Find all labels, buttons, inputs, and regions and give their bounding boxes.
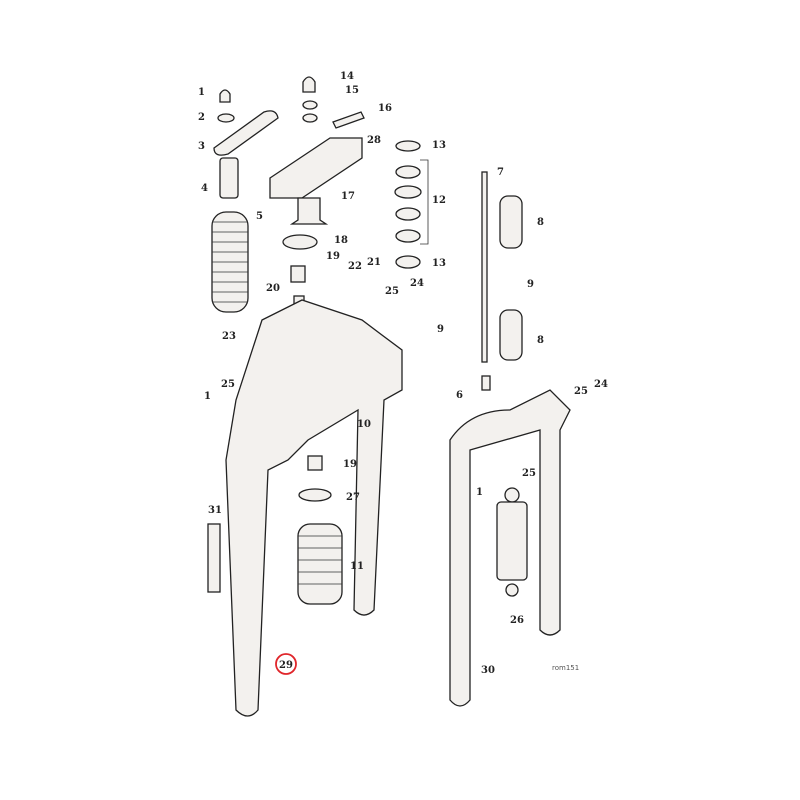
label-18: 18	[334, 235, 348, 246]
callout-labels: 1 2 3 4 5 14 15 16 28 13 12 13 7 8 17 18…	[198, 71, 608, 676]
seal-15b	[302, 113, 318, 123]
label-9-left: 9	[437, 324, 444, 335]
acorn-nut-14	[302, 76, 316, 93]
label-30: 30	[481, 665, 495, 676]
label-11: 11	[350, 561, 364, 572]
label-29: 29	[279, 660, 293, 671]
highlight-circle	[275, 653, 297, 675]
bolt-16	[332, 111, 365, 129]
label-14: 14	[340, 71, 354, 82]
spring-8-lower	[499, 309, 523, 361]
label-1-rocker: 1	[476, 487, 483, 498]
label-26: 26	[510, 615, 524, 626]
label-2: 2	[198, 112, 205, 123]
label-23: 23	[222, 331, 236, 342]
label-13-top: 13	[432, 140, 446, 151]
plate-31	[207, 523, 221, 593]
label-1: 1	[198, 87, 205, 98]
label-5: 5	[256, 211, 263, 222]
washer-27	[298, 488, 332, 502]
fork-29	[225, 299, 403, 717]
label-10: 10	[357, 419, 371, 430]
label-1-left: 1	[204, 391, 211, 402]
label-22: 22	[348, 261, 362, 272]
label-15: 15	[345, 85, 359, 96]
label-25-left: 25	[221, 379, 235, 390]
label-25-upper: 25	[385, 286, 399, 297]
seal-15a	[302, 100, 318, 110]
label-28: 28	[367, 135, 381, 146]
shock-26	[496, 487, 528, 597]
label-6: 6	[456, 390, 463, 401]
label-7: 7	[497, 167, 504, 178]
label-13-bottom: 13	[432, 258, 446, 269]
bushing-19	[290, 265, 306, 283]
label-16: 16	[378, 103, 392, 114]
label-24-right: 24	[594, 379, 608, 390]
spring-8-upper	[499, 195, 523, 249]
label-9-right: 9	[527, 279, 534, 290]
label-25-right: 25	[574, 386, 588, 397]
label-8-lower: 8	[537, 335, 544, 346]
bushing-4	[219, 157, 239, 199]
label-17: 17	[341, 191, 355, 202]
drawing-code: rom151	[552, 664, 579, 672]
bushing-19-lower	[307, 455, 323, 471]
label-27: 27	[346, 492, 360, 503]
washer-2	[217, 113, 235, 123]
nut-17	[289, 197, 329, 225]
label-20: 20	[266, 283, 280, 294]
label-25-rocker: 25	[522, 468, 536, 479]
label-3: 3	[198, 141, 205, 152]
washer-18	[282, 234, 318, 250]
fitting-6	[481, 375, 491, 391]
rocker-fork-30	[449, 389, 571, 707]
link-plate-3	[213, 110, 279, 156]
label-24-upper: 24	[410, 278, 424, 289]
label-8-upper: 8	[537, 217, 544, 228]
label-12: 12	[432, 195, 446, 206]
acorn-nut-1	[219, 89, 231, 103]
rod-7	[481, 171, 488, 363]
label-21: 21	[367, 257, 381, 268]
spring-11	[297, 523, 343, 605]
label-31: 31	[208, 505, 222, 516]
spring-5	[211, 211, 249, 313]
label-19-lower: 19	[343, 459, 357, 470]
bearing-stack-12	[394, 140, 429, 269]
top-bracket-28	[269, 137, 363, 199]
label-4: 4	[201, 183, 208, 194]
label-19: 19	[326, 251, 340, 262]
